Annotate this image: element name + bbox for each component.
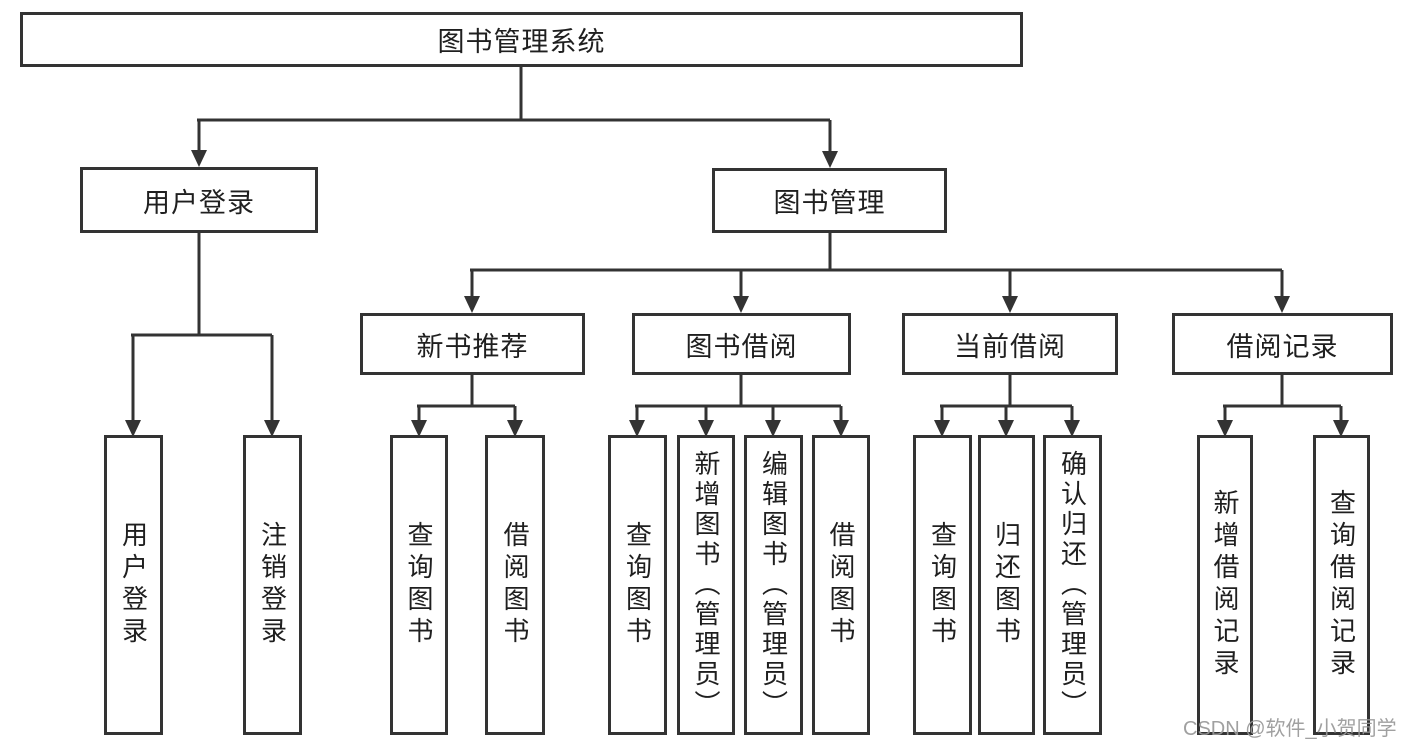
- node-user-login-leaf: 用户登录: [104, 435, 163, 735]
- node-logout: 注销登录: [243, 435, 302, 735]
- node-confirm-return-admin: 确认归还（管理员）: [1043, 435, 1102, 735]
- node-new-book-recommendation: 新书推荐: [360, 313, 585, 375]
- node-borrow-books-recommend: 借阅图书: [485, 435, 545, 735]
- csdn-watermark: CSDN @软件_小贺同学: [1183, 718, 1397, 740]
- node-book-borrowing: 图书借阅: [632, 313, 851, 375]
- node-query-books-recommend: 查询图书: [390, 435, 448, 735]
- node-add-books-admin: 新增图书（管理员）: [677, 435, 735, 735]
- node-query-books-borrowing: 查询图书: [608, 435, 667, 735]
- node-book-management: 图书管理: [712, 168, 947, 233]
- node-user-login: 用户登录: [80, 167, 318, 233]
- node-add-borrow-record: 新增借阅记录: [1197, 435, 1253, 735]
- node-edit-books-admin: 编辑图书（管理员）: [744, 435, 803, 735]
- node-query-books-current: 查询图书: [913, 435, 972, 735]
- node-current-borrowing: 当前借阅: [902, 313, 1118, 375]
- node-query-borrow-record: 查询借阅记录: [1313, 435, 1370, 735]
- node-library-management-system: 图书管理系统: [20, 12, 1023, 67]
- node-return-books: 归还图书: [978, 435, 1035, 735]
- node-borrow-books-borrowing: 借阅图书: [812, 435, 870, 735]
- arrowheads: [125, 150, 1349, 437]
- node-borrowing-records: 借阅记录: [1172, 313, 1393, 375]
